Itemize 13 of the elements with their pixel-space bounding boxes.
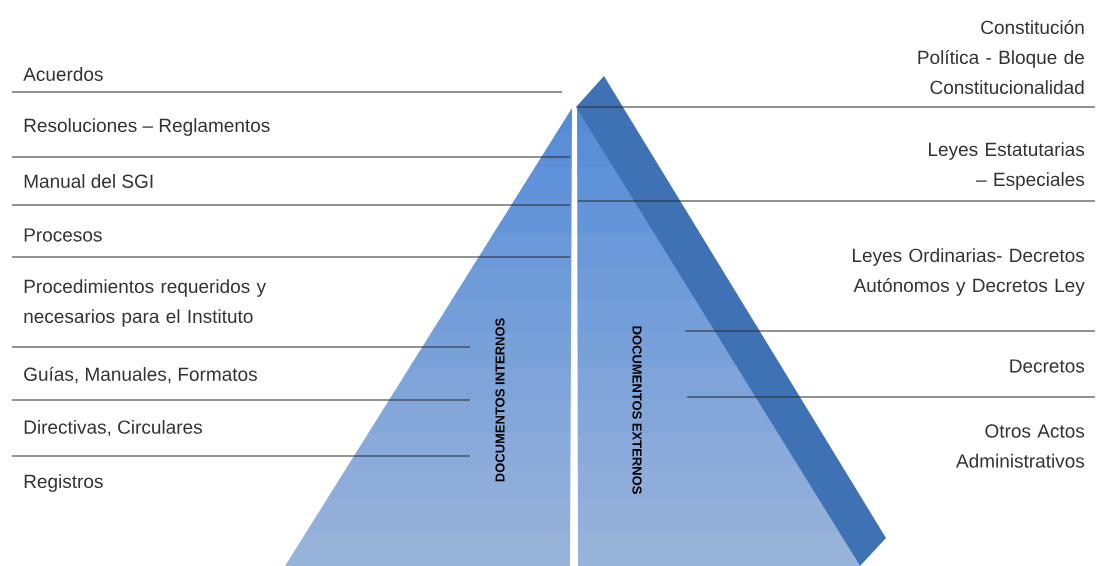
label-text: Leyes Estatutarias – Especiales [929,142,1085,190]
label-text: Manual del SGI [24,174,153,188]
label-text: Procesos [24,228,102,242]
label-text: Constitución Política - Bloque de Constitucionalidad [918,19,1084,95]
label-text: Guías, Manuales, Formatos [24,366,257,384]
label-text: Leyes Ordinarias- Decretos Autónomos y Decretos Ley [853,248,1085,296]
label-text: Directivas, Circulares [24,419,202,437]
label-text: Registros [24,474,103,492]
pyramid-half: DOCUMENTOS INTERNOS [285,108,572,566]
node-label: DOCUMENTOS INTERNOS [495,318,505,482]
label-text: Decretos [1010,359,1085,373]
label-text: Acuerdos [23,67,103,81]
label-text: Otros Actos Administrativos [956,424,1085,468]
